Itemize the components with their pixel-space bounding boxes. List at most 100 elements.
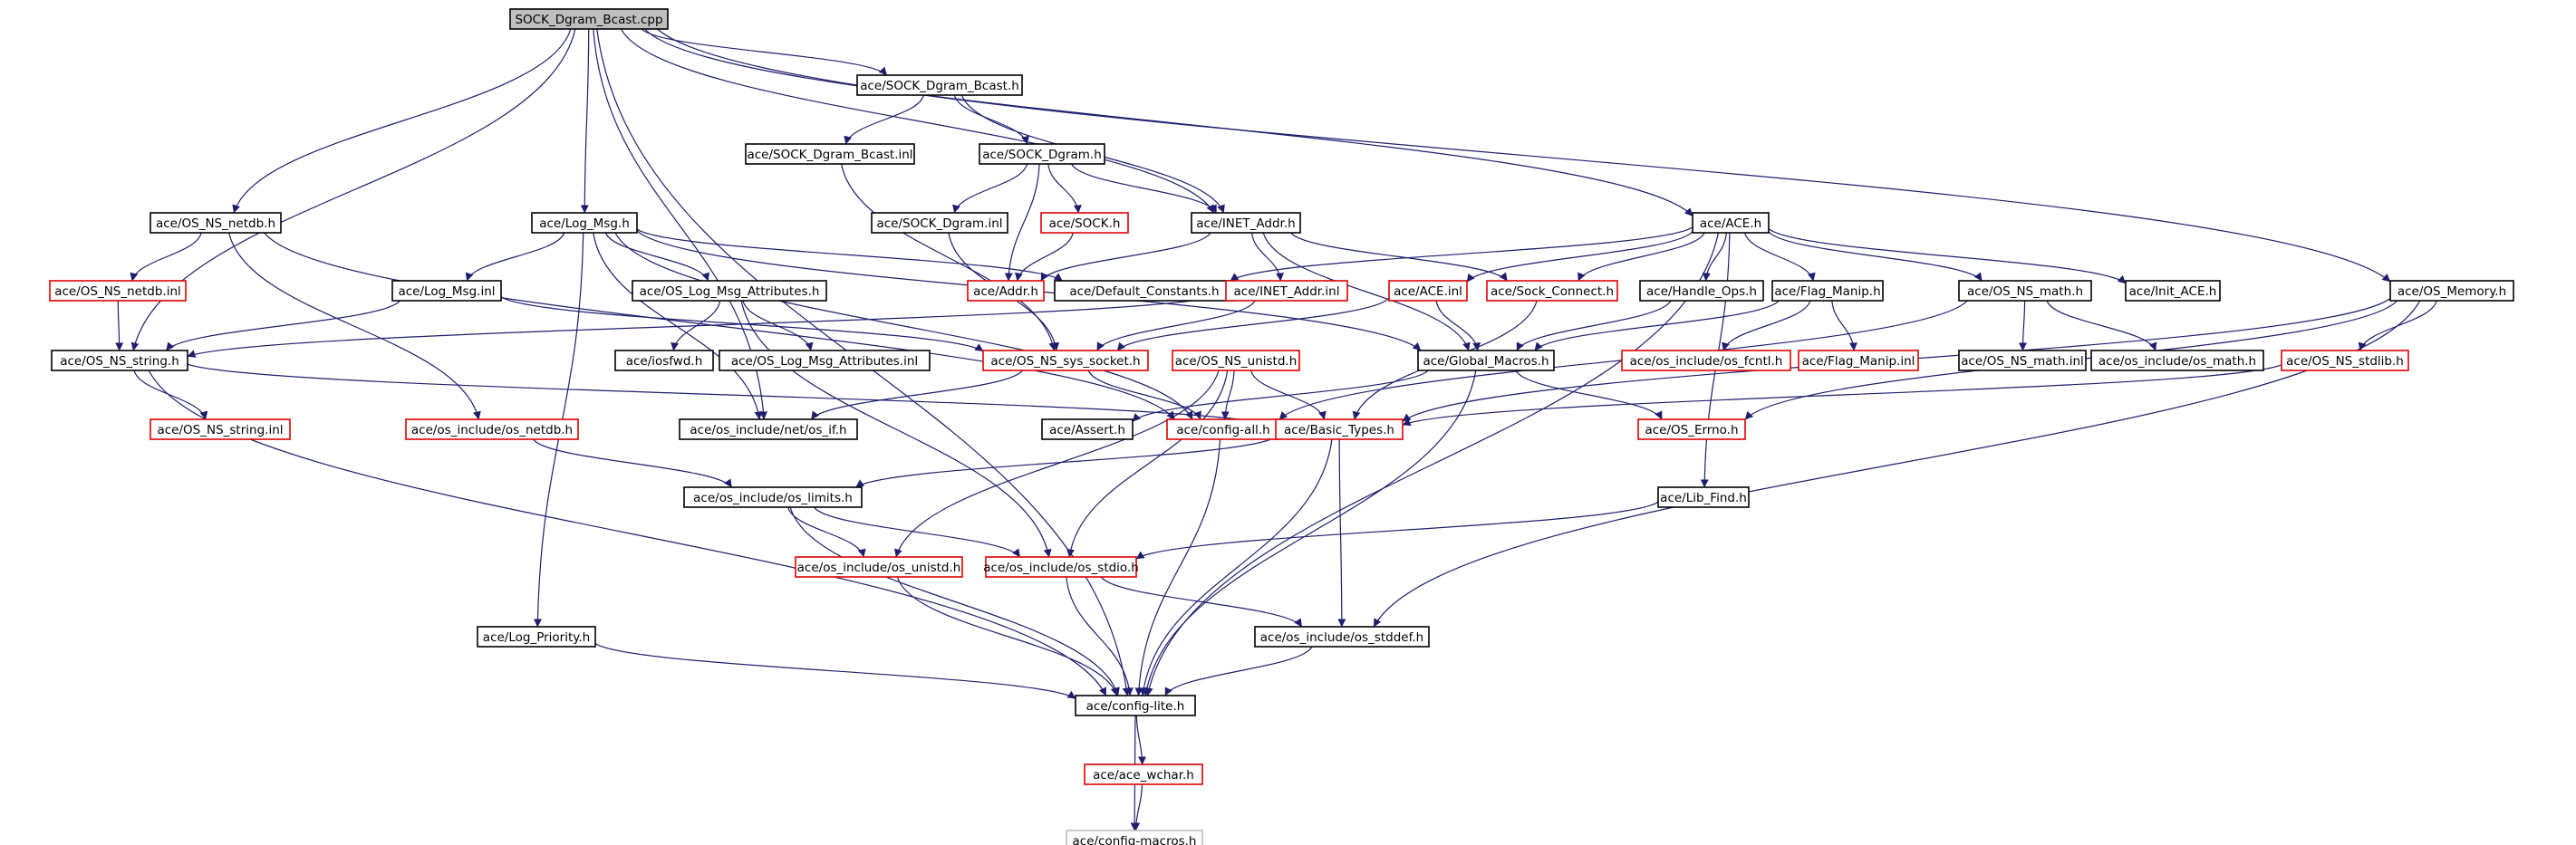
node-oslma_inl[interactable]: ace/OS_Log_Msg_Attributes.inl	[719, 350, 931, 371]
node-oslimits_h[interactable]: ace/os_include/os_limits.h	[683, 486, 863, 508]
node-globalmacros_h[interactable]: ace/Global_Macros.h	[1417, 350, 1555, 371]
node-label: ace/SOCK_Dgram_Bcast.inl	[747, 148, 912, 162]
node-osstring_h[interactable]: ace/OS_NS_string.h	[51, 350, 188, 371]
edge-logmsg_h-to-configall_h	[614, 232, 1193, 420]
edge-inet_h-to-sockconn_h	[1290, 232, 1508, 282]
node-inet_h[interactable]: ace/INET_Addr.h	[1191, 212, 1301, 234]
node-osmemory_h[interactable]: ace/OS_Memory.h	[2389, 280, 2514, 302]
node-box	[632, 280, 827, 302]
node-handleops_h[interactable]: ace/Handle_Ops.h	[1639, 280, 1764, 302]
edge-osunistd_h-to-configall_h	[1220, 370, 1235, 420]
node-osunistd_h[interactable]: ace/OS_NS_unistd.h	[1172, 350, 1300, 371]
node-flagmanip_inl[interactable]: ace/Flag_Manip.inl	[1798, 350, 1919, 371]
node-label: ace/Log_Msg.h	[539, 216, 630, 231]
node-libfind_h[interactable]: ace/Lib_Find.h	[1657, 486, 1750, 508]
node-label: ace/os_include/os_netdb.h	[411, 423, 573, 437]
node-syssocket_h[interactable]: ace/OS_NS_sys_socket.h	[982, 350, 1149, 371]
node-label: ace/config-macros.h	[1073, 834, 1197, 845]
edge-osmemory_h-to-osstddef_h	[1373, 300, 2421, 628]
node-netdb_h[interactable]: ace/OS_NS_netdb.h	[150, 212, 282, 234]
edge-osmath_h-to-osmath_inl	[2018, 300, 2027, 351]
node-sd_inl[interactable]: ace/SOCK_Dgram.inl	[871, 212, 1008, 234]
node-box	[2281, 350, 2409, 371]
node-sock_h[interactable]: ace/SOCK.h	[1040, 212, 1129, 234]
node-initace_h[interactable]: ace/Init_ACE.h	[2125, 280, 2221, 302]
node-defconst_h[interactable]: ace/Default_Constants.h	[1054, 280, 1235, 302]
node-osstdio_h[interactable]: ace/os_include/os_stdio.h	[983, 556, 1139, 578]
node-configlite_h[interactable]: ace/config-lite.h	[1075, 695, 1196, 716]
node-logmsg_h[interactable]: ace/Log_Msg.h	[531, 212, 638, 234]
node-label: ace/OS_NS_sys_socket.h	[990, 354, 1140, 369]
node-sockconn_h[interactable]: ace/Sock_Connect.h	[1486, 280, 1618, 302]
node-configmacros_h[interactable]: ace/config-macros.h	[1066, 830, 1203, 845]
node-ace_inl[interactable]: ace/ACE.inl	[1388, 280, 1468, 302]
edge-inet_h-to-globalmacros_h	[1262, 232, 1471, 351]
node-osinc_unistd_h[interactable]: ace/os_include/os_unistd.h	[795, 556, 963, 578]
node-osinc_math_h[interactable]: ace/os_include/os_math.h	[2090, 350, 2264, 371]
node-osmath_inl[interactable]: ace/OS_NS_math.inl	[1958, 350, 2087, 371]
node-box	[1225, 280, 1348, 302]
node-root[interactable]: SOCK_Dgram_Bcast.cpp	[509, 8, 669, 30]
node-box	[477, 626, 596, 648]
node-logmsg_inl[interactable]: ace/Log_Msg.inl	[391, 280, 502, 302]
node-label: ace/SOCK.h	[1049, 216, 1121, 231]
node-logpriority_h[interactable]: ace/Log_Priority.h	[477, 626, 596, 648]
node-label: ace/SOCK_Dgram.h	[982, 148, 1102, 162]
edge-ace_inl-to-syssocket_h	[1116, 297, 1390, 351]
node-label: ace/SOCK_Dgram.inl	[876, 216, 1002, 231]
node-oslma_h[interactable]: ace/OS_Log_Msg_Attributes.h	[632, 280, 827, 302]
node-box	[982, 350, 1149, 371]
node-label: ace/Default_Constants.h	[1069, 284, 1219, 299]
node-box	[1172, 350, 1300, 371]
node-basictypes_h[interactable]: ace/Basic_Types.h	[1275, 418, 1404, 440]
node-osmath_h[interactable]: ace/OS_NS_math.h	[1958, 280, 2092, 302]
node-box	[1657, 486, 1750, 508]
node-label: ace/OS_NS_string.inl	[157, 423, 283, 437]
node-sdb_h[interactable]: ace/SOCK_Dgram_Bcast.h	[856, 74, 1023, 96]
node-acewchar_h[interactable]: ace/ace_wchar.h	[1084, 763, 1203, 785]
edge-root-to-inet_h	[620, 28, 1215, 214]
node-box	[683, 486, 863, 508]
nodes-layer: SOCK_Dgram_Bcast.cpp ace/SOCK_Dgram_Bcast…	[49, 8, 2514, 845]
node-box	[795, 556, 963, 578]
node-osstring_inl[interactable]: ace/OS_NS_string.inl	[150, 418, 291, 440]
node-label: ace/OS_NS_unistd.h	[1175, 354, 1298, 369]
node-label: ace/INET_Addr.inl	[1234, 284, 1340, 299]
edge-osinc_netdb_h-to-oslimits_h	[532, 438, 733, 488]
node-flagmanip_h[interactable]: ace/Flag_Manip.h	[1771, 280, 1884, 302]
node-addr_h[interactable]: ace/Addr.h	[967, 280, 1045, 302]
node-label: ace/Sock_Connect.h	[1491, 284, 1614, 299]
node-osinc_netdb_h[interactable]: ace/os_include/os_netdb.h	[405, 418, 579, 440]
node-label: ace/ACE.inl	[1394, 284, 1462, 299]
node-iosfwd_h[interactable]: ace/iosfwd.h	[614, 350, 714, 371]
node-label: ace/OS_Errno.h	[1645, 423, 1738, 437]
node-oserrno_h[interactable]: ace/OS_Errno.h	[1637, 418, 1746, 440]
node-osstdlib_h[interactable]: ace/OS_NS_stdlib.h	[2281, 350, 2409, 371]
node-box	[1486, 280, 1618, 302]
node-label: ace/Handle_Ops.h	[1646, 284, 1757, 299]
node-label: ace/Addr.h	[973, 284, 1038, 299]
node-label: ace/Log_Priority.h	[483, 630, 590, 645]
node-sd_h[interactable]: ace/SOCK_Dgram.h	[979, 143, 1105, 165]
node-sdb_inl[interactable]: ace/SOCK_Dgram_Bcast.inl	[745, 143, 915, 165]
node-netosif_h[interactable]: ace/os_include/net/os_if.h	[679, 418, 858, 440]
node-ace_h[interactable]: ace/ACE.h	[1692, 212, 1770, 234]
edge-root-to-osstring_h	[130, 28, 576, 351]
node-box	[1958, 350, 2087, 371]
node-fcntl_h[interactable]: ace/os_include/os_fcntl.h	[1621, 350, 1791, 371]
node-box	[49, 280, 187, 302]
node-label: ace/ACE.h	[1700, 216, 1761, 231]
node-label: ace/os_include/os_unistd.h	[797, 561, 961, 575]
node-netdb_inl[interactable]: ace/OS_NS_netdb.inl	[49, 280, 187, 302]
node-assert_h[interactable]: ace/Assert.h	[1041, 418, 1134, 440]
node-inet_inl[interactable]: ace/INET_Addr.inl	[1225, 280, 1348, 302]
node-configall_h[interactable]: ace/config-all.h	[1166, 418, 1280, 440]
node-label: ace/INET_Addr.h	[1196, 216, 1295, 231]
node-box	[745, 143, 915, 165]
edge-osstdio_h-to-osstddef_h	[1100, 576, 1303, 628]
edge-sock_h-to-addr_h	[1014, 232, 1074, 282]
edge-ace_h-to-handleops_h	[1702, 232, 1727, 282]
node-box	[1621, 350, 1791, 371]
node-osstddef_h[interactable]: ace/os_include/os_stddef.h	[1254, 626, 1430, 648]
edge-osstring_h-to-osstring_inl	[133, 370, 208, 420]
